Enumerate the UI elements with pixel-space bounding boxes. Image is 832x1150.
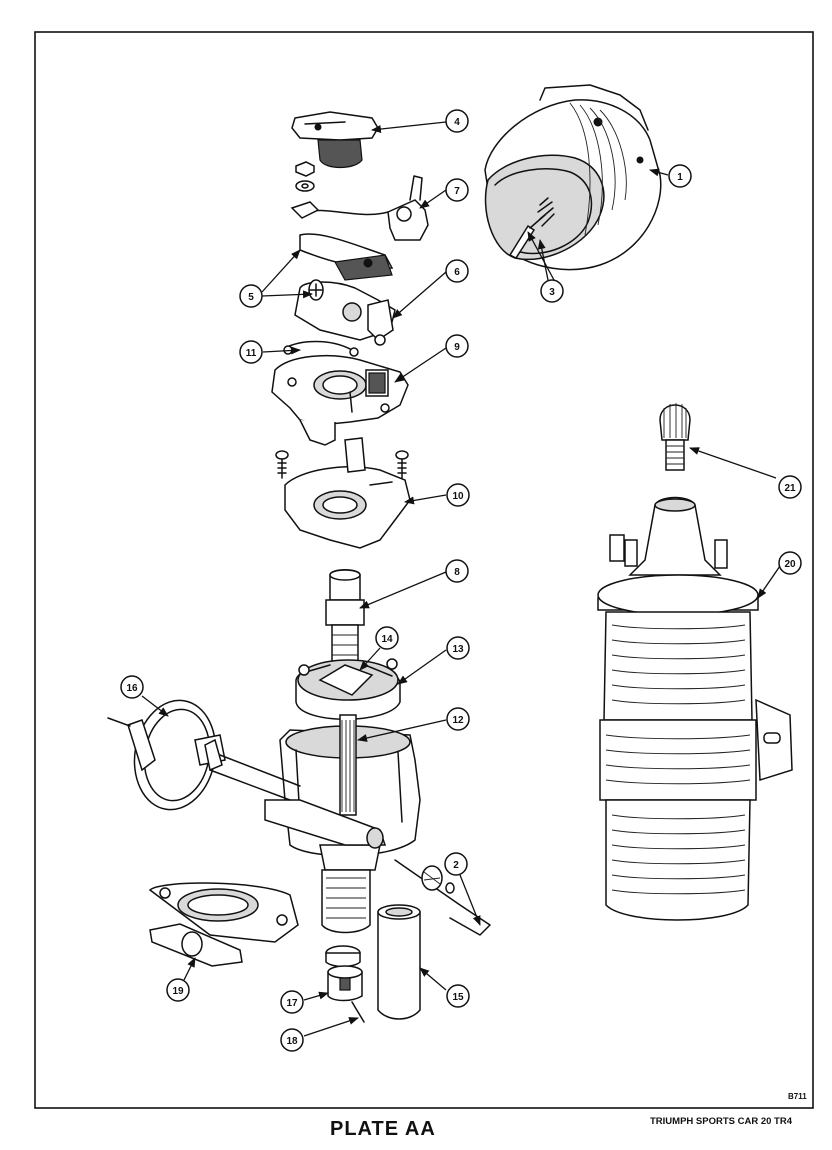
vacuum-unit [107,699,301,811]
advance-mechanism [295,658,401,720]
rotor-arm [291,111,379,169]
callout-5: 5 [239,284,263,308]
page-frame [34,31,814,1109]
terminal-nut [295,161,315,192]
ht-terminal-nut [659,403,691,471]
callout-12: 12 [446,707,470,731]
callout-3: 3 [540,279,564,303]
condenser [290,175,429,241]
callout-label: 15 [452,992,464,1003]
callout-label: 4 [454,117,460,128]
distributor-cap [484,84,662,271]
callout-17: 17 [280,990,304,1014]
callout-19: 19 [166,978,190,1002]
clamp-plate [148,882,299,967]
contact-breaker [294,233,396,346]
callout-1: 1 [668,164,692,188]
callout-label: 18 [286,1036,298,1047]
callout-9: 9 [445,334,469,358]
cam-spindle [325,569,365,671]
callout-label: 10 [452,491,464,502]
callout-4: 4 [445,109,469,133]
callout-label: 11 [246,348,257,359]
base-plate [284,437,411,549]
callout-label: 19 [172,986,184,997]
plate-screws [275,450,409,479]
earth-lead [283,340,359,357]
callout-7: 7 [445,178,469,202]
callout-21: 21 [778,475,802,499]
callout-10: 10 [446,483,470,507]
ignition-coil [597,496,793,921]
callout-label: 16 [126,683,138,694]
callout-label: 1 [677,172,683,183]
callout-label: 17 [286,998,298,1009]
distributor-body [264,714,421,934]
callout-label: 14 [381,634,393,645]
moving-plate [271,354,409,446]
leader-lines [141,121,781,1037]
callout-13: 13 [446,636,470,660]
callout-label: 21 [784,483,796,494]
callout-label: 2 [453,860,459,871]
shaft-sleeve [377,904,421,1020]
callout-11: 11 [239,340,263,364]
callout-label: 3 [549,287,555,298]
driving-dog [325,945,365,1023]
callout-8: 8 [445,559,469,583]
callout-14: 14 [375,626,399,650]
callout-16: 16 [120,675,144,699]
drawing-reference-code: B711 [788,1092,807,1101]
callout-label: 13 [452,644,464,655]
callout-label: 7 [454,186,460,197]
callout-15: 15 [446,984,470,1008]
callout-18: 18 [280,1028,304,1052]
callout-label: 8 [454,567,460,578]
callout-label: 12 [452,715,464,726]
vernier-adjuster [394,859,491,936]
callout-label: 6 [454,267,460,278]
plate-title: PLATE AA [330,1118,436,1140]
callout-6: 6 [445,259,469,283]
callout-label: 5 [248,292,254,303]
callout-2: 2 [444,852,468,876]
callout-label: 20 [784,559,796,570]
footer-publication-title: TRIUMPH SPORTS CAR 20 TR4 [650,1116,792,1127]
callout-label: 9 [454,342,460,353]
callout-20: 20 [778,551,802,575]
